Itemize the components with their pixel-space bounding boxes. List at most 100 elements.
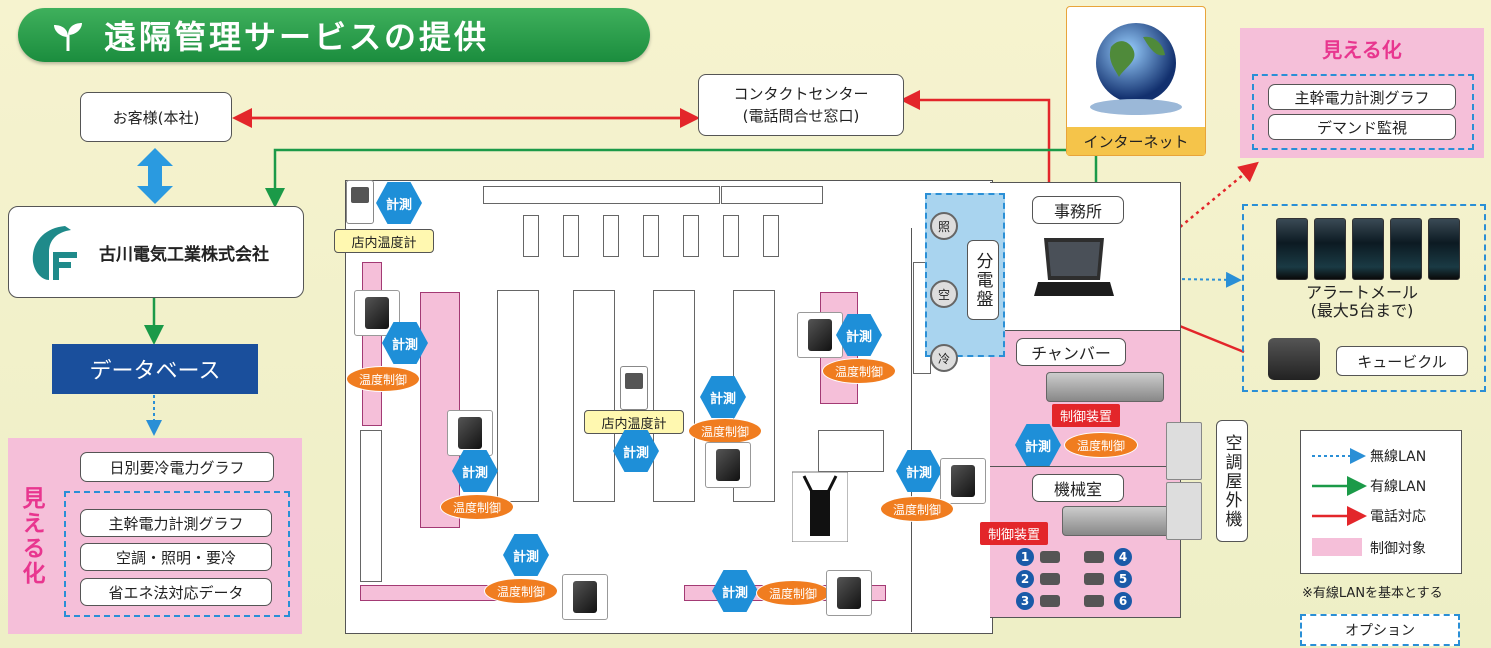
sensor-device-icon <box>705 442 751 488</box>
contact-center-box: コンタクトセンター (電話問合せ窓口) <box>698 74 904 136</box>
compressor-icon <box>1084 551 1104 563</box>
sensor-device-icon <box>354 290 400 336</box>
customer-hq-box: お客様(本社) <box>80 92 232 142</box>
bottom-left-option-group <box>64 491 290 617</box>
cubicle-label: キュービクル <box>1336 346 1468 376</box>
shelf <box>483 186 720 204</box>
shelf <box>360 430 382 582</box>
shelf <box>721 186 823 204</box>
shelf <box>643 215 659 257</box>
shelf <box>723 215 739 257</box>
panel-item-label: 照 <box>937 219 950 234</box>
globe-icon <box>1090 23 1182 115</box>
contact-center-line2: (電話問合せ窓口) <box>742 107 860 125</box>
shelf <box>563 215 579 257</box>
compressor-icon <box>1084 595 1104 607</box>
temp-control-badge: 温度制御 <box>440 494 514 520</box>
shelf <box>818 430 884 472</box>
measure-badge: 計測 <box>613 430 659 472</box>
legend-lines <box>1312 448 1367 556</box>
legend-wireless: 無線LAN <box>1370 449 1427 465</box>
controlled-shelf <box>362 262 382 426</box>
sprout-icon <box>54 23 82 51</box>
temp-control-badge: 温度制御 <box>822 358 896 384</box>
title-banner: 遠隔管理サービスの提供 <box>18 8 650 62</box>
legend-controlled: 制御対象 <box>1370 541 1426 557</box>
panel-icon-refrigeration: 冷 <box>930 344 958 372</box>
internet-label-bar: インターネット <box>1067 127 1205 155</box>
company-name: 古川電気工業株式会社 <box>99 244 269 265</box>
legend-option: オプション <box>1300 614 1460 646</box>
company-logo-icon <box>32 226 77 280</box>
temp-control-badge: 温度制御 <box>880 496 954 522</box>
phone-icon <box>1352 218 1384 280</box>
top-right-option-group <box>1252 74 1474 150</box>
office-label: 事務所 <box>1032 196 1124 224</box>
sensor-device-icon <box>940 458 986 504</box>
sensor-device-icon <box>447 410 493 456</box>
unit-number: 2 <box>1016 570 1034 588</box>
legend-phone: 電話対応 <box>1370 509 1426 525</box>
panel-icon-ac: 空 <box>930 280 958 308</box>
ac-outdoor-unit-icon <box>1166 422 1202 480</box>
compressor-icon <box>1040 573 1060 585</box>
unit-number: 5 <box>1114 570 1132 588</box>
temp-control-badge: 温度制御 <box>688 418 762 444</box>
compressor-icon <box>1040 595 1060 607</box>
phone-icon <box>1390 218 1422 280</box>
control-unit-icon <box>1046 372 1164 402</box>
bidirectional-arrow-icon <box>137 148 173 204</box>
bottom-option-item: 省エネ法対応データ <box>80 578 272 606</box>
sensor-device-icon <box>826 570 872 616</box>
measure-badge: 計測 <box>712 570 758 612</box>
panel-item-label: 冷 <box>937 351 950 366</box>
top-option-item: デマンド監視 <box>1268 114 1456 140</box>
ac-outdoor-unit-icon <box>1166 482 1202 540</box>
compressor-icon <box>1040 551 1060 563</box>
measure-badge: 計測 <box>896 450 942 492</box>
database-label: データベース <box>89 359 221 384</box>
cubicle-icon <box>1268 338 1320 380</box>
bottom-option-item: 主幹電力計測グラフ <box>80 509 272 537</box>
panel-icon-lighting: 照 <box>930 212 958 240</box>
daily-refrigeration-graph: 日別要冷電力グラフ <box>80 452 274 482</box>
compressor-icon <box>1084 573 1104 585</box>
control-device-label: 制御装置 <box>1052 404 1121 427</box>
phone-icon <box>1428 218 1460 280</box>
phone-icon <box>1276 218 1308 280</box>
temp-control-badge: 温度制御 <box>1064 432 1138 458</box>
top-option-item: 主幹電力計測グラフ <box>1268 84 1456 110</box>
unit-number: 3 <box>1016 592 1034 610</box>
top-mieruka-label: 見える化 <box>1322 38 1402 62</box>
control-unit-icon <box>1062 506 1180 536</box>
temp-control-badge: 温度制御 <box>756 580 830 606</box>
shelf <box>683 215 699 257</box>
store-inner-floor <box>345 228 912 632</box>
bottom-option-item: 空調・照明・要冷 <box>80 543 272 571</box>
phone-icon <box>1314 218 1346 280</box>
panel-item-label: 空 <box>937 287 950 302</box>
alert-mail-line2: (最大5台まで) <box>1310 301 1414 320</box>
thermometer-icon <box>620 366 648 410</box>
bottom-left-mieruka-label: 見える化 <box>18 486 48 586</box>
distribution-panel-label: 分電盤 <box>967 240 999 320</box>
shelf <box>523 215 539 257</box>
alert-options-group <box>1242 204 1486 392</box>
sensor-device-icon <box>562 574 608 620</box>
machine-room-label: 機械室 <box>1032 474 1124 502</box>
page-title: 遠隔管理サービスの提供 <box>104 18 490 56</box>
shelf <box>573 290 615 502</box>
legend-note: ※有線LANを基本とする <box>1302 586 1443 601</box>
alert-mail-text: アラートメール (最大5台まで) <box>1242 284 1482 320</box>
database-box: データベース <box>52 344 258 394</box>
temp-control-badge: 温度制御 <box>484 578 558 604</box>
shelf <box>497 290 539 502</box>
measure-badge: 計測 <box>700 376 746 418</box>
internet-box: インターネット <box>1066 6 1206 156</box>
control-device-label: 制御装置 <box>980 522 1049 545</box>
unit-number: 1 <box>1016 548 1034 566</box>
legend-wired: 有線LAN <box>1370 479 1427 495</box>
controlled-shelf <box>360 585 497 601</box>
legend-option-label: オプション <box>1345 623 1415 639</box>
shelf <box>763 215 779 257</box>
